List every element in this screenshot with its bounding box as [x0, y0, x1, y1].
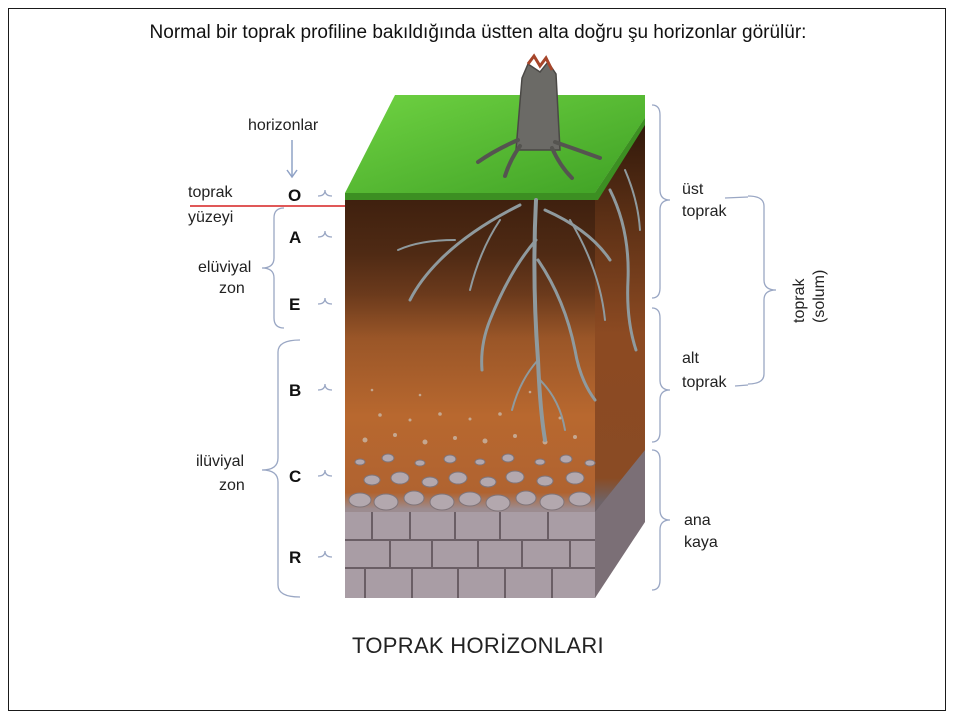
label-solum-line1: toprak — [790, 270, 810, 323]
grass-top — [345, 95, 645, 193]
label-parent-line1: ana — [684, 511, 711, 531]
horizon-c: C — [289, 467, 301, 487]
horizonlar-arrow — [287, 140, 297, 177]
horizon-r: R — [289, 548, 301, 568]
label-illuvial-line1: ilüviyal — [196, 452, 244, 472]
label-surface-line2: yüzeyi — [188, 208, 233, 228]
left-brackets — [262, 208, 300, 597]
right-brackets — [652, 105, 776, 590]
label-solum-line2: (solum) — [810, 270, 830, 323]
horizon-e: E — [289, 295, 300, 315]
label-subsoil-line1: alt — [682, 349, 699, 369]
label-solum: toprak (solum) — [790, 265, 850, 325]
horizon-b: B — [289, 381, 301, 401]
label-subsoil-line2: toprak — [682, 373, 726, 393]
label-horizonlar: horizonlar — [248, 116, 318, 136]
label-topsoil-line1: üst — [682, 180, 703, 200]
label-surface-line1: toprak — [188, 183, 232, 203]
label-parent-line2: kaya — [684, 533, 718, 553]
label-illuvial-line2: zon — [219, 476, 245, 496]
label-eluvial-line1: elüviyal — [198, 258, 251, 278]
tree-stump — [516, 62, 560, 150]
label-topsoil-line2: toprak — [682, 202, 726, 222]
horizon-o: O — [288, 186, 301, 206]
horizon-a: A — [289, 228, 301, 248]
bedrock-front — [345, 512, 595, 598]
label-eluvial-line2: zon — [219, 279, 245, 299]
figure-caption: TOPRAK HORİZONLARI — [0, 633, 956, 659]
